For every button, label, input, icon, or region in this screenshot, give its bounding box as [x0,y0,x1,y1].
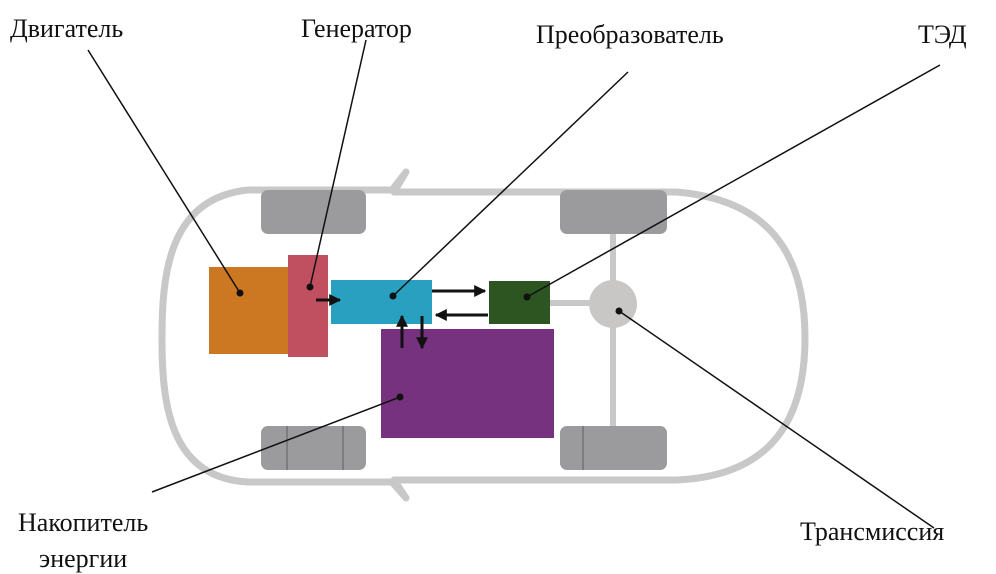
label-energy-storage: Накопитель энергии [18,505,148,574]
label-energy-storage-line1: Накопитель [18,508,149,537]
wheel-front-bottom [261,426,366,470]
label-energy-storage-line2: энергии [39,544,128,573]
leader-dot-transmission [615,307,623,315]
label-transmission: Трансмиссия [800,517,945,546]
leader-lines [87,39,941,529]
storage-block [381,329,554,438]
label-converter: Преобразователь [536,20,724,49]
label-traction-motor: ТЭД [918,20,967,49]
leader-dot-converter [389,292,397,300]
leader-dot-motor [523,293,531,301]
leader-transmission [618,310,935,529]
label-engine: Двигатель [10,14,124,43]
leader-dot-engine [236,289,244,297]
converter-block [331,280,432,324]
leader-dot-generator [306,283,314,291]
label-generator: Генератор [301,14,412,43]
car-body-outline [158,168,809,502]
engine-block [209,267,289,354]
traction-motor-block [489,281,550,324]
wheel-front-top [261,190,366,234]
leader-storage [151,396,401,493]
drive-shaft [550,234,616,428]
wheel-rear-bottom [560,426,667,470]
transmission-circle [589,280,637,328]
leader-converter [392,71,629,297]
leader-dot-storage [396,393,404,401]
wheel-rear-top [560,190,667,234]
energy-flow-arrows [316,285,488,350]
leader-motor [526,64,941,298]
leader-generator [309,39,367,288]
generator-block [288,255,328,357]
leader-engine [87,49,241,294]
